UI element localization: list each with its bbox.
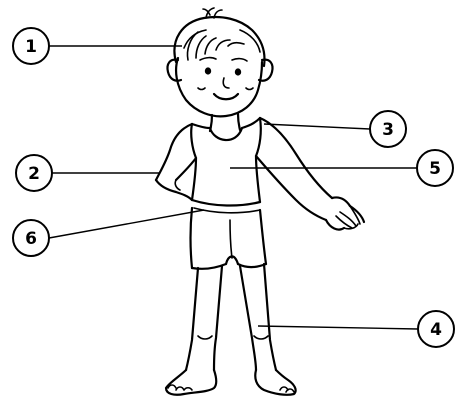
boy-illustration <box>156 8 364 395</box>
feet <box>166 370 296 395</box>
head <box>167 58 272 117</box>
label-1: 1 <box>13 28 49 64</box>
label-2-text: 2 <box>28 164 40 184</box>
hair <box>174 8 264 66</box>
label-5: 5 <box>417 150 453 186</box>
leader-line-6 <box>49 210 204 238</box>
label-4: 4 <box>418 311 454 347</box>
right-arm <box>256 118 364 230</box>
label-1-text: 1 <box>25 37 37 57</box>
tank-top <box>191 118 261 213</box>
label-5-text: 5 <box>429 159 441 179</box>
leader-lines <box>49 46 418 329</box>
label-3-text: 3 <box>382 120 394 140</box>
right-hand <box>326 197 364 229</box>
leader-line-3 <box>264 124 370 129</box>
label-6-text: 6 <box>25 229 37 249</box>
left-arm <box>156 124 196 200</box>
label-3: 3 <box>370 111 406 147</box>
leader-line-4 <box>258 326 418 329</box>
shorts <box>191 208 267 269</box>
legs <box>186 264 276 370</box>
label-6: 6 <box>13 220 49 256</box>
label-4-text: 4 <box>430 320 442 340</box>
label-2: 2 <box>16 155 52 191</box>
